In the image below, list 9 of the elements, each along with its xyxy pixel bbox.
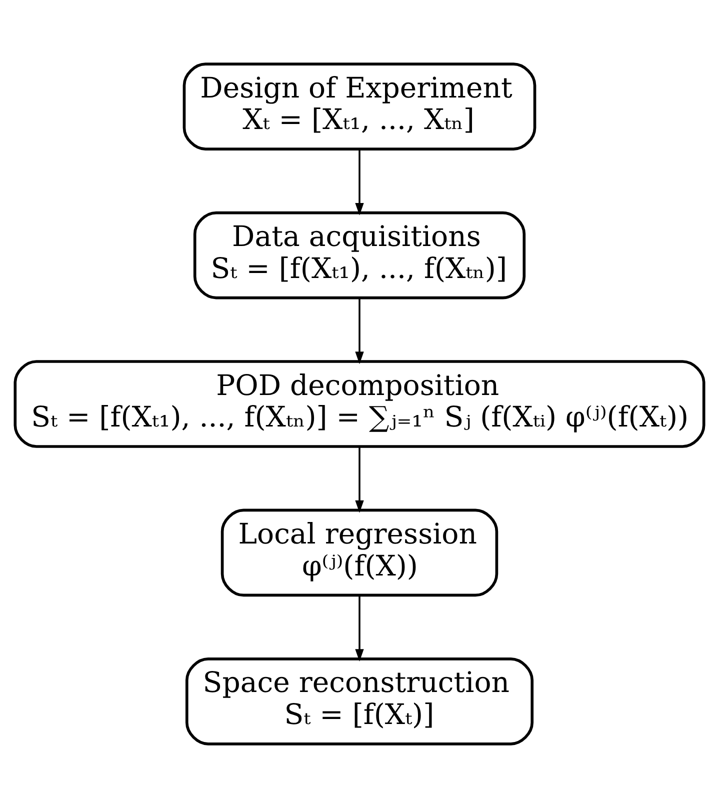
arrow	[355, 149, 364, 215]
arrow	[355, 595, 364, 662]
arrow	[355, 298, 364, 364]
node-box: POD decomposition Sₜ = [f(Xₜ₁), ..., f(Xₜₙ)] = ∑ⱼ₌₁ⁿ Sⱼ (f(Xₜᵢ) φ⁽ʲ⁾(f(Xₜ))	[14, 360, 706, 448]
arrow	[355, 446, 364, 512]
node-box: Design of Experiment Xₜ = [Xₜ₁, ..., Xₜₙ]	[182, 62, 536, 150]
node-box: Space reconstruction Sₜ = [f(Xₜ)]	[185, 657, 534, 745]
node-box: Local regression φ⁽ʲ⁾(f(X))	[220, 508, 498, 596]
node-box: Data acquisitions Sₜ = [f(Xₜ₁), ..., f(Xₜₙ)]	[193, 210, 526, 299]
